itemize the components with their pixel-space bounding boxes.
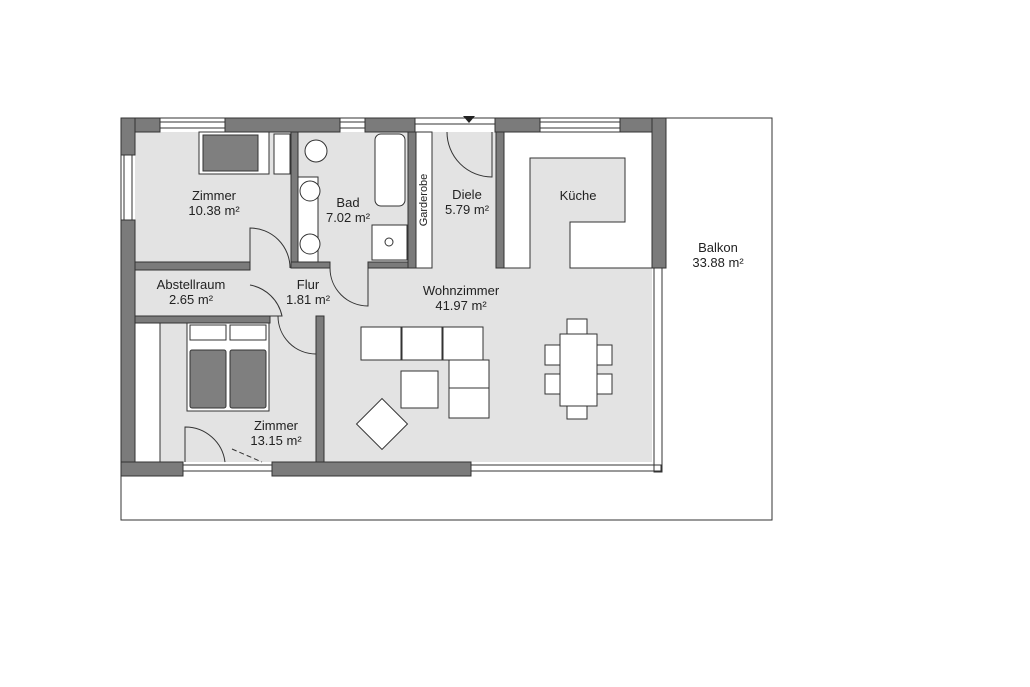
bathtub	[374, 133, 406, 207]
interior-walls	[134, 131, 505, 463]
toilet	[304, 139, 328, 163]
wardrobe	[273, 133, 291, 175]
room-name: Zimmer	[253, 418, 299, 433]
dining-table	[544, 318, 613, 420]
room-name: Küche	[559, 188, 597, 203]
entrance-marker-icon	[463, 116, 475, 123]
room-label-kueche: Küche	[560, 188, 597, 203]
room-area: 2.65 m²	[168, 292, 214, 307]
room-area: 7.02 m²	[325, 210, 371, 225]
room-area: 41.97 m²	[435, 298, 487, 313]
coffee-table	[400, 370, 439, 409]
room-area: 33.88 m²	[692, 255, 744, 270]
room-name: Bad	[336, 195, 360, 210]
room-name: Flur	[296, 277, 320, 292]
shower	[371, 224, 408, 261]
room-name: Balkon	[698, 240, 738, 255]
armchair	[355, 397, 409, 451]
room-name: Wohnzimmer	[422, 283, 500, 298]
sofa	[360, 326, 490, 419]
sink-icon	[299, 180, 321, 202]
room-area: 5.79 m²	[444, 202, 490, 217]
room-name: Abstellraum	[156, 277, 226, 292]
room-area: 1.81 m²	[285, 292, 331, 307]
room-name: Zimmer	[191, 188, 237, 203]
room-area: 10.38 m²	[188, 203, 240, 218]
garderobe-label: Garderobe	[418, 173, 430, 227]
room-name: Diele	[452, 187, 482, 202]
doors	[184, 131, 493, 463]
windows	[123, 121, 663, 473]
bed-blanket	[202, 134, 259, 172]
room-area: 13.15 m²	[250, 433, 302, 448]
sink-icon	[299, 233, 321, 255]
closet-strip	[134, 322, 161, 463]
